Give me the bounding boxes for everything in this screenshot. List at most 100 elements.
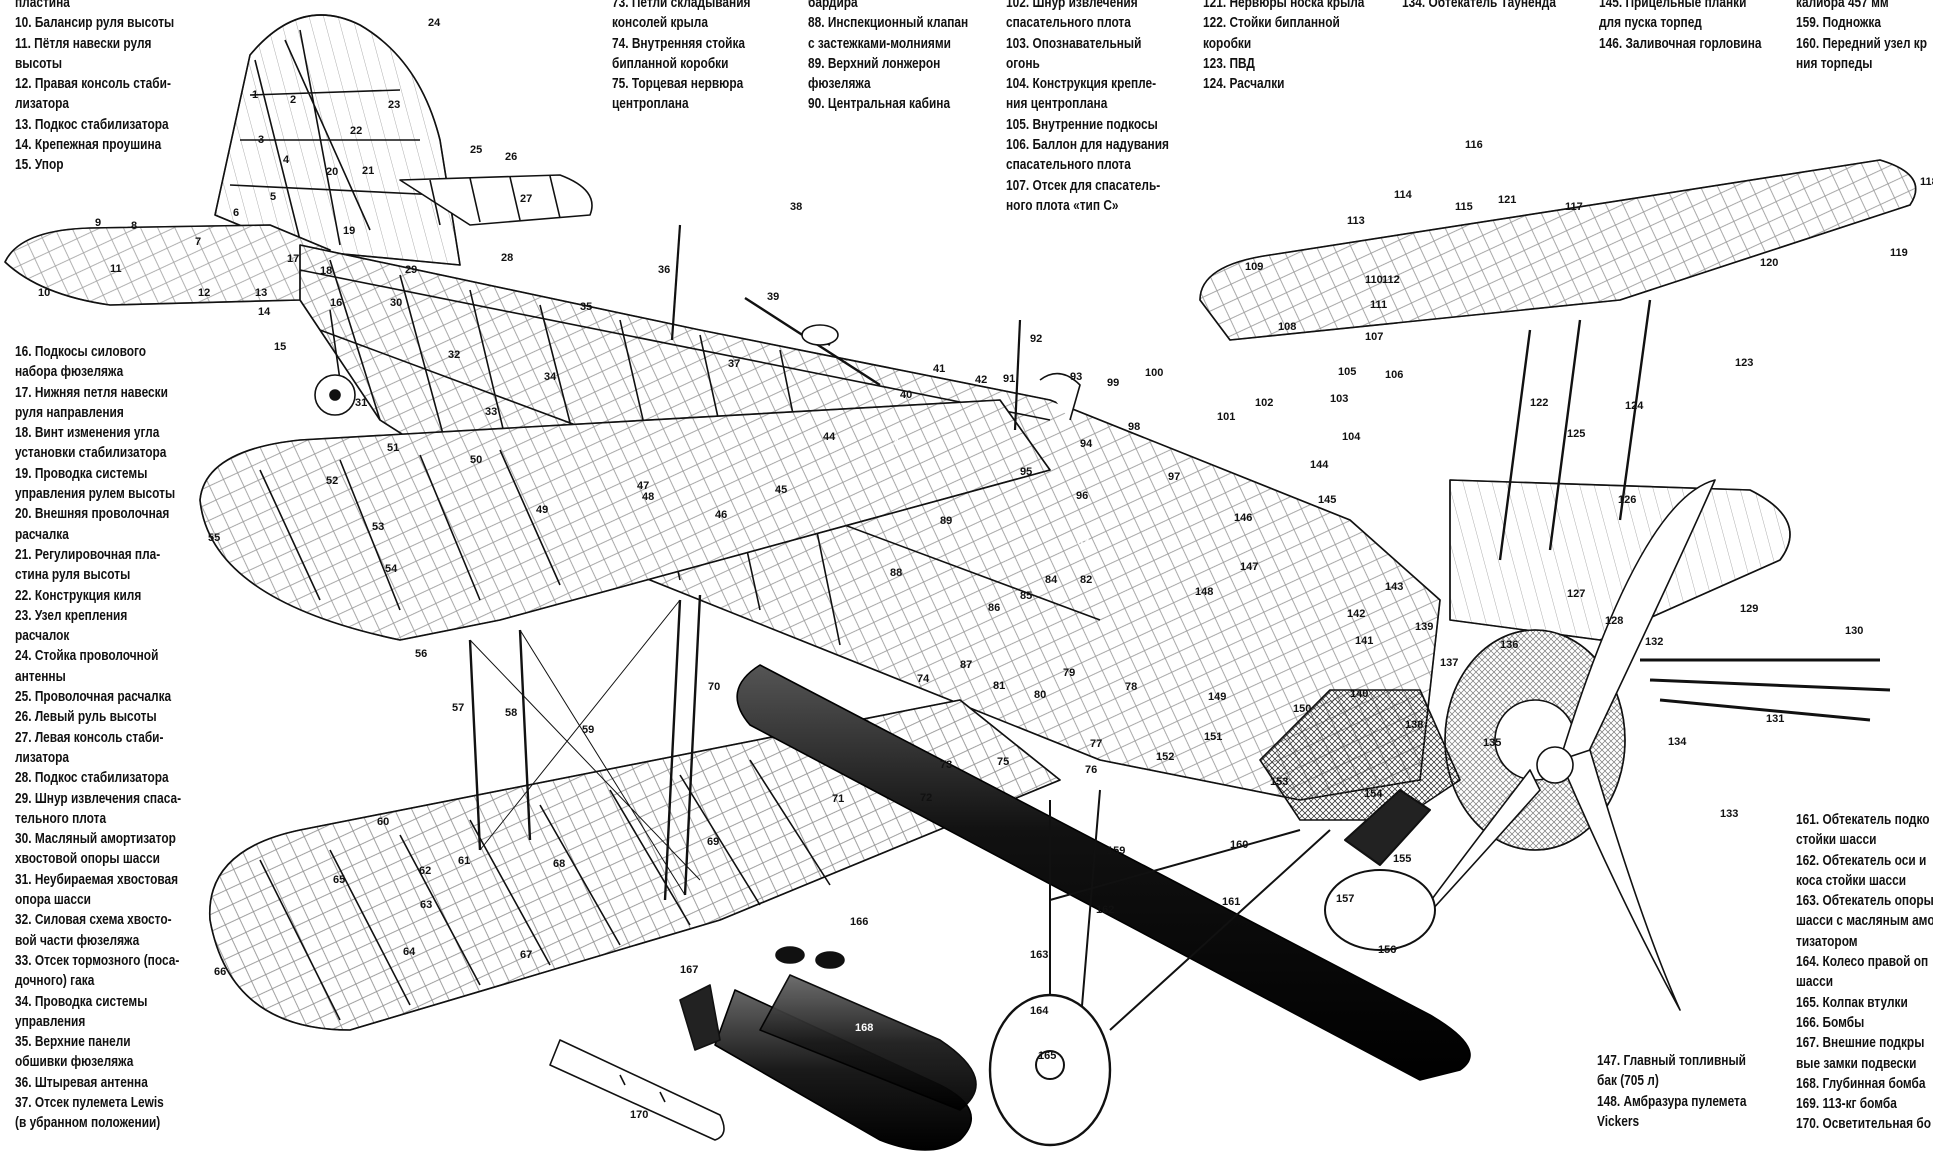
legend-entry: 107. Отсек для спасатель- [1006,176,1169,196]
legend-entry: 35. Верхние панели [15,1032,181,1052]
callout-42: 42 [975,374,987,386]
legend-text: Центральная кабина [827,96,951,113]
callout-157: 157 [1336,893,1354,905]
legend-text: Проводка системы [34,993,148,1010]
legend-text: бипланной коробки [612,55,729,72]
callout-74: 74 [917,673,930,685]
legend-entry: 32. Силовая схема хвосто- [15,910,181,930]
legend-number: 163. [1796,893,1823,910]
legend-number: 123. [1203,55,1230,72]
legend-text: Левый руль высоты [34,709,157,726]
legend-number: 29. [15,790,35,807]
callout-11: 11 [110,263,122,275]
legend-text: Обтекатель опоры [1822,893,1933,910]
legend-text: Отсек для спасатель- [1032,177,1161,194]
callout-33: 33 [485,406,497,418]
callout-94: 94 [1080,438,1093,450]
callout-60: 60 [377,816,389,828]
legend-number: 168. [1796,1075,1823,1092]
callout-44: 44 [823,431,836,443]
callout-31: 31 [355,397,367,409]
callout-9: 9 [95,217,101,229]
callout-150: 150 [1293,703,1311,715]
callout-151: 151 [1204,731,1222,743]
callout-40: 40 [900,389,912,401]
callout-63: 63 [420,899,432,911]
legend-text: Внешняя проволочная [34,506,170,523]
callout-37: 37 [728,358,740,370]
callout-2: 2 [290,94,296,106]
callout-84: 84 [1045,574,1058,586]
callout-64: 64 [403,946,416,958]
legend-number: 161. [1796,812,1823,828]
legend-number: 169. [1796,1096,1823,1113]
legend-entry: коробки [1203,34,1364,54]
callout-45: 45 [775,484,787,496]
callout-126: 126 [1618,494,1636,506]
legend-number: 13. [15,116,35,133]
legend-entry: 30. Масляный амортизатор [15,829,181,849]
legend-entry: бак (705 л) [1597,1071,1746,1091]
legend-entry: бипланной коробки [612,54,750,74]
legend-text: центроплана [612,96,689,113]
legend-number: 28. [15,770,35,787]
legend-text: Балансир руля высоты [34,15,175,32]
callout-52: 52 [326,475,338,487]
legend-entry: хвостовой опоры шасси [15,849,181,869]
callout-81: 81 [993,680,1005,692]
lower-wing-left [209,699,1061,1031]
legend-entry: 21. Регулировочная пла- [15,545,181,565]
legend-text: Амбразура пулемета [1623,1093,1747,1110]
callout-20: 20 [326,166,338,178]
legend-text: огонь [1006,55,1040,72]
legend-number: 11. [15,35,35,52]
callout-109: 109 [1245,261,1263,273]
callout-160: 160 [1230,839,1248,851]
legend-number: 34. [15,993,35,1010]
callout-95: 95 [1020,466,1032,478]
legend-entry: калибра 457 мм [1796,0,1927,13]
legend-number: 146. [1599,35,1626,52]
callout-112: 112 [1382,274,1400,286]
legend-number: 105. [1006,116,1033,133]
callout-36: 36 [658,264,670,276]
legend-text: Стойка проволочной [34,648,159,665]
legend-entry: 89. Верхний лонжерон [808,54,968,74]
legend-entry: 23. Узел крепления [15,606,181,626]
legend-number: 90. [808,96,828,113]
callout-135: 135 [1483,737,1501,749]
legend-number: 21. [15,546,35,563]
legend-entry: огонь [1006,54,1169,74]
callout-131: 131 [1766,713,1784,725]
legend-entry: 13. Подкос стабилизатора [15,115,174,135]
legend-text: лизатора [15,96,70,113]
legend-entry: 25. Проволочная расчалка [15,687,181,707]
callout-123: 123 [1735,357,1753,369]
callout-104: 104 [1342,431,1361,443]
callout-28: 28 [501,252,513,264]
legend-entry: лизатора [15,94,174,114]
callout-93: 93 [1070,371,1082,383]
legend-number: 145. [1599,0,1626,11]
legend-number: 170. [1796,1116,1823,1133]
callout-80: 80 [1034,689,1046,701]
legend-entry: 170. Осветительная бо [1796,1114,1933,1134]
callout-164: 164 [1030,1005,1049,1017]
legend-number: 36. [15,1074,35,1091]
legend-text: Внутренние подкосы [1032,116,1158,133]
callout-113: 113 [1347,215,1365,227]
legend-text: шасси [1796,974,1834,991]
lower-wing-right [1449,479,1791,641]
legend-text: Узел крепления [34,607,128,624]
callout-99: 99 [1107,377,1119,389]
legend-number: 106. [1006,137,1033,154]
legend-entry: 74. Внутренняя стойка [612,34,750,54]
legend-entry: шасси [1796,972,1933,992]
legend-entry: высоты [15,54,174,74]
callout-76: 76 [1085,764,1097,776]
callout-18: 18 [320,265,332,277]
callout-144: 144 [1310,459,1329,471]
legend-text: стойки шасси [1796,832,1877,849]
